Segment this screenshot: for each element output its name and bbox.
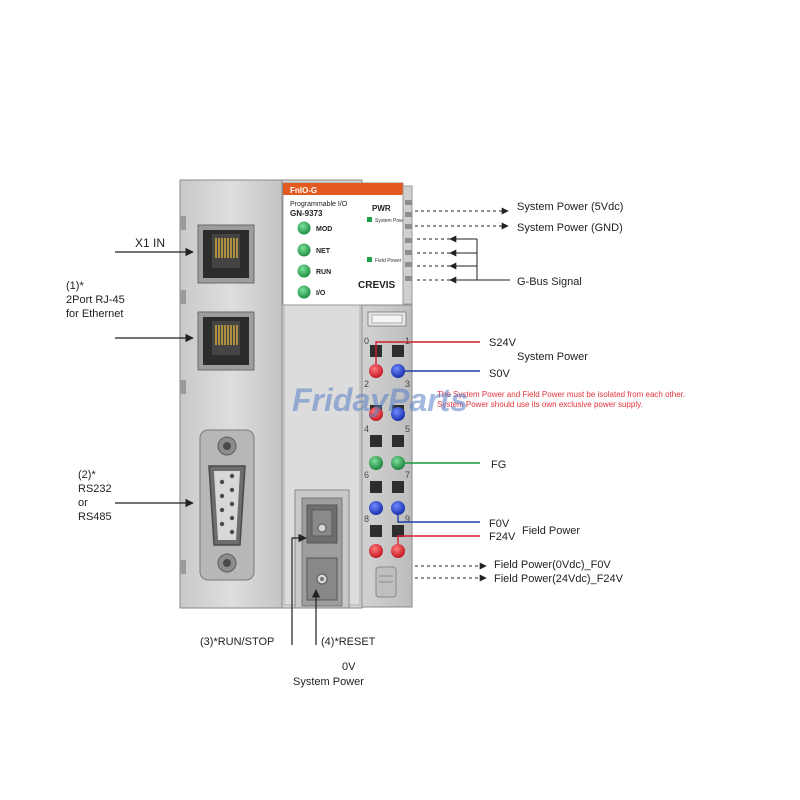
dsub-serial-port[interactable] — [199, 429, 255, 581]
fg-label: FG — [491, 459, 506, 471]
label-panel: FnIO-G Programmable I/O GN-9373 PWR Syst… — [282, 182, 408, 306]
terminal-9: 9 — [405, 514, 410, 524]
terminal-3: 3 — [405, 379, 410, 389]
terminal-6: 6 — [364, 470, 369, 480]
right-bus-callouts: System Power (5Vdc) System Power (GND) G… — [415, 201, 623, 288]
s24v-label: S24V — [489, 337, 517, 349]
field-power-label: Field Power — [522, 525, 580, 537]
pwr-label: PWR — [372, 204, 391, 213]
terminal-8: 8 — [364, 514, 369, 524]
f0v-label: F0V — [489, 518, 510, 530]
terminal-7: 7 — [405, 470, 410, 480]
terminal-red-2 — [369, 407, 383, 421]
field-power-0v-label: Field Power(0Vdc)_F0V — [494, 559, 611, 571]
io-led — [297, 285, 311, 299]
f24v-label: F24V — [489, 531, 516, 543]
run-led-label: RUN — [316, 269, 331, 276]
label-header-bar — [283, 183, 403, 195]
terminal-1: 1 — [405, 336, 410, 346]
reset-label: (4)*RESET — [321, 636, 376, 648]
product-type: Programmable I/O — [290, 201, 348, 208]
model-line: FnIO-G — [290, 186, 317, 195]
left-callouts: X1 IN (1)* 2Port RJ-45 for Ethernet (2)*… — [66, 236, 194, 523]
x1-in-label: X1 IN — [135, 236, 165, 250]
field-power-24v-label: Field Power(24Vdc)_F24V — [494, 573, 624, 585]
gbus-connector — [402, 185, 413, 305]
terminal-f0v-right — [391, 501, 405, 515]
zero-v-system-power-label: System Power — [293, 676, 364, 688]
rj45-port-x1[interactable] — [197, 224, 255, 284]
bottom-callouts: (3)*RUN/STOP (4)*RESET 0V System Power — [200, 533, 376, 688]
serial-callout-rs232: RS232 — [78, 483, 112, 495]
terminal-2: 2 — [364, 379, 369, 389]
s0v-label: S0V — [489, 368, 510, 380]
io-led-label: I/O — [316, 290, 326, 297]
terminal-f24v-right — [391, 544, 405, 558]
field-power-led — [367, 257, 372, 262]
isolation-note-line2: System Power should use its own exclusiv… — [437, 400, 643, 409]
run-stop-switch[interactable] — [306, 504, 338, 544]
terminal-f0v-left — [369, 501, 383, 515]
system-power-gnd-label: System Power (GND) — [517, 222, 623, 234]
run-led — [297, 264, 311, 278]
brand-logo: CREVIS — [358, 280, 396, 291]
mod-led — [297, 221, 311, 235]
net-led-label: NET — [316, 248, 331, 255]
terminal-fg-left — [369, 456, 383, 470]
terminal-block: 0 1 2 3 4 5 6 7 8 9 — [361, 304, 413, 608]
serial-callout-or: or — [78, 497, 88, 509]
terminal-5: 5 — [405, 424, 410, 434]
serial-callout-number: (2)* — [78, 469, 96, 481]
system-power-5v-label: System Power (5Vdc) — [517, 201, 623, 213]
terminal-fg-right — [391, 456, 405, 470]
terminal-s24v-left — [369, 364, 383, 378]
rj45-callout-desc: 2Port RJ-45 — [66, 294, 125, 306]
serial-callout-rs485: RS485 — [78, 511, 112, 523]
terminal-0: 0 — [364, 336, 369, 346]
terminal-s0v — [391, 364, 405, 378]
terminal-4: 4 — [364, 424, 369, 434]
controller-module: FnIO-G Programmable I/O GN-9373 PWR Syst… — [179, 179, 413, 609]
run-stop-label: (3)*RUN/STOP — [200, 636, 274, 648]
f24v-wire — [397, 535, 480, 544]
system-power-led — [367, 217, 372, 222]
mod-led-label: MOD — [316, 226, 332, 233]
gbus-signal-label: G-Bus Signal — [517, 276, 582, 288]
rj45-callout-number: (1)* — [66, 280, 84, 292]
isolation-note-line1: The System Power and Field Power must be… — [437, 390, 685, 399]
system-power-label: System Power — [517, 351, 588, 363]
rj45-port-x2[interactable] — [197, 311, 255, 371]
terminal-blue-3 — [391, 407, 405, 421]
s24v-wire — [375, 341, 480, 364]
model-number: GN-9373 — [290, 209, 323, 218]
watermark: FridayParts — [292, 382, 468, 418]
net-led — [297, 243, 311, 257]
f0v-wire — [397, 515, 480, 523]
zero-v-label: 0V — [342, 661, 356, 673]
rj45-callout-sub: for Ethernet — [66, 308, 123, 320]
reset-button[interactable] — [306, 557, 338, 601]
field-power-led-label: Field Power — [375, 258, 402, 264]
system-power-led-label: System Power — [375, 218, 408, 224]
terminal-wiring: S24V System Power S0V The System Power a… — [375, 337, 685, 585]
terminal-f24v-left — [369, 544, 383, 558]
